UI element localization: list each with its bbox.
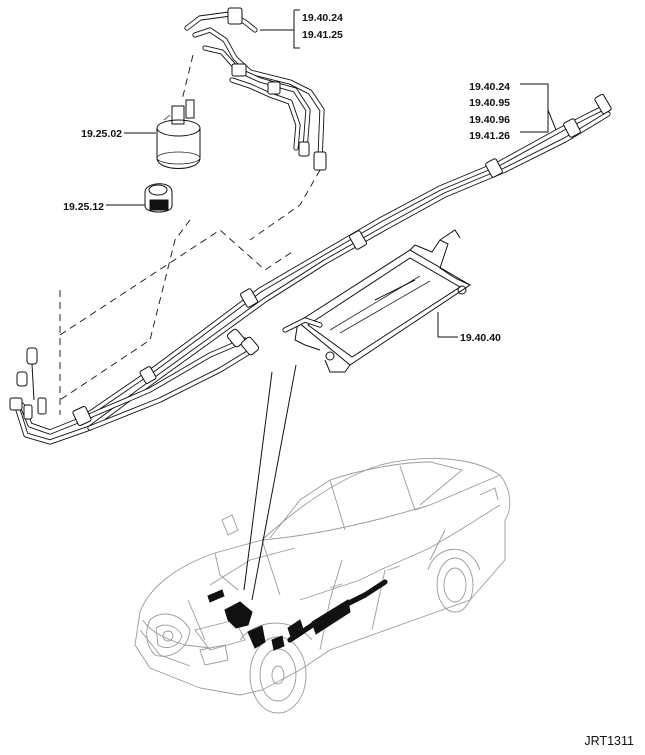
callout-c-label: 19.25.12 — [63, 201, 104, 213]
callout-leaders — [106, 9, 557, 338]
callout-e-label: 19.40.40 — [460, 332, 501, 344]
dash-line-top — [181, 54, 194, 101]
fuel-filter-canister — [156, 99, 201, 169]
callout-d-line-4: 19.41.26 — [469, 130, 510, 142]
callout-d-line-1: 19.40.24 — [469, 81, 510, 93]
dash-line-pipes — [249, 169, 321, 241]
vehicle-outline — [134, 457, 511, 714]
callout-d-line-2: 19.40.95 — [469, 97, 510, 109]
canister-bracket — [144, 183, 173, 213]
fuel-rail-heat-shield — [282, 229, 471, 373]
callout-a-line-1: 19.40.24 — [302, 12, 343, 24]
callout-d-line-3: 19.40.96 — [469, 114, 510, 126]
main-fuel-lines — [9, 93, 612, 445]
callout-a-line-2: 19.41.25 — [302, 29, 343, 41]
figure-reference: JRT1311 — [584, 734, 634, 748]
upper-pipe-assembly — [184, 7, 327, 171]
callout-b-label: 19.25.02 — [81, 128, 122, 140]
locator-line-right — [251, 364, 297, 601]
dash-line-canister — [59, 219, 191, 401]
callout-labels: 19.40.24 19.41.25 19.25.02 19.25.12 19.4… — [63, 12, 510, 344]
locator-line-left — [243, 371, 273, 591]
component-location-marks — [207, 579, 388, 651]
dash-line-mid — [59, 229, 296, 336]
